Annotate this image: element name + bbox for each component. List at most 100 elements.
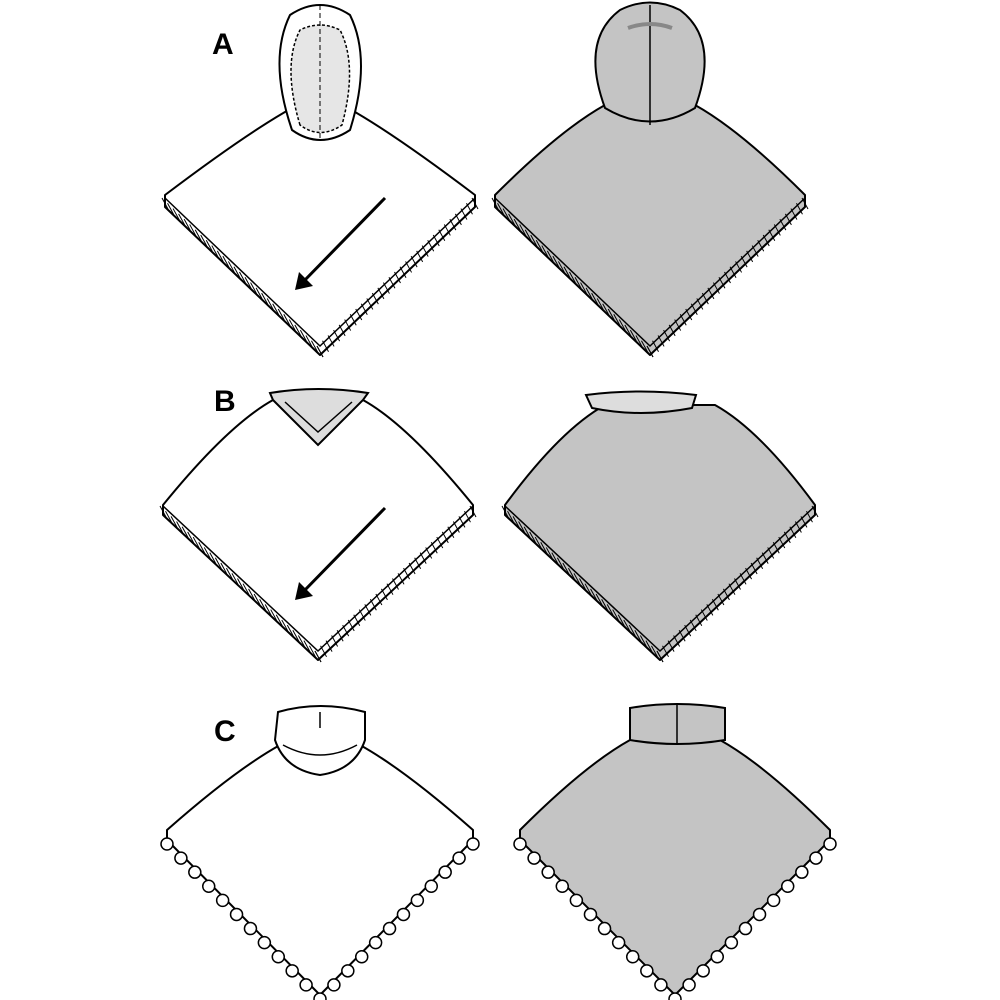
fringe-strand [678, 630, 686, 642]
fringe-strand [355, 308, 363, 321]
fringe-strand [333, 329, 341, 342]
fringe-strand [784, 213, 792, 226]
fringe-strand [801, 197, 809, 210]
fringe-strand [253, 593, 261, 606]
fringe-strand [690, 303, 698, 315]
grainline-arrow-head [295, 582, 313, 600]
fringe-strand [360, 303, 368, 315]
pompom [583, 907, 598, 922]
fringe-strand [266, 298, 274, 310]
fringe-strand [281, 619, 289, 632]
pompom [780, 879, 795, 894]
fringe-strand [717, 593, 725, 606]
fringe-strand [220, 562, 228, 575]
cowl-collar [273, 705, 366, 777]
fringe-strand [551, 552, 559, 564]
fringe-strand [800, 516, 808, 528]
fringe-strand [288, 319, 296, 331]
pompom [396, 907, 411, 922]
fringe-strand [624, 324, 632, 337]
pompom [795, 865, 809, 879]
fringe-strand [294, 324, 302, 337]
fringe-strand [751, 245, 759, 257]
pompom [174, 851, 188, 865]
fringe-strand [299, 329, 307, 342]
fringe-strand [303, 640, 311, 652]
grainline-arrow-head [295, 272, 313, 290]
fringe-strand [264, 604, 272, 616]
fringe-strand [181, 526, 189, 538]
pompom [452, 851, 466, 865]
fringe-strand [645, 640, 653, 652]
fringe-strand [663, 329, 671, 342]
ribbed-collar [584, 390, 698, 414]
fringe-strand [392, 578, 399, 590]
view-c-front [160, 705, 480, 1000]
fringe-strand [783, 531, 791, 544]
fringe-strand [259, 598, 267, 611]
fringe-strand [449, 218, 457, 231]
fringe-strand [652, 340, 659, 352]
pompom [188, 865, 202, 879]
fringe-strand [502, 208, 510, 220]
fringe-strand [338, 324, 346, 337]
fringe-strand [454, 213, 462, 226]
pompom [724, 935, 739, 950]
fringe-strand [757, 240, 765, 252]
pompom [160, 837, 174, 851]
fringe-strand [662, 645, 669, 658]
pompom [243, 921, 258, 936]
fringe-strand [322, 340, 329, 352]
fringe-strand [349, 314, 357, 326]
fringe-strand [216, 250, 224, 263]
fringe-strand [178, 213, 186, 226]
fringe-strand [250, 282, 258, 294]
fringe-strand [584, 583, 592, 595]
fringe-strand [556, 557, 564, 570]
fringe-strand [667, 640, 675, 652]
fringe-strand [366, 298, 374, 310]
fringe-strand [711, 598, 719, 611]
fringe-strand [794, 521, 802, 533]
pompom [299, 978, 313, 992]
fringe-strand [327, 335, 335, 347]
fringe-strand [436, 536, 444, 549]
pompom [625, 949, 640, 964]
fringe-strand [399, 266, 407, 278]
fringe-strand [530, 234, 538, 247]
fringe-strand [524, 229, 532, 241]
fringe-strand [432, 234, 440, 247]
fringe-strand [311, 340, 318, 352]
fringe-strand [283, 314, 291, 326]
pompom [738, 921, 753, 936]
fringe-strand [518, 521, 526, 533]
fringe-strand [344, 319, 352, 331]
ribbed-collar [268, 388, 370, 447]
pompom [555, 879, 570, 894]
view-c-back [513, 703, 837, 1000]
fringe-strand [403, 567, 411, 580]
fringe-strand [497, 203, 504, 215]
fringe-strand [377, 287, 385, 300]
fringe-strand [309, 645, 316, 658]
fringe-strand [209, 552, 217, 564]
fringe-strand [176, 521, 184, 533]
fringe-strand [165, 510, 172, 523]
fringe-strand [602, 303, 610, 315]
fringe-strand [512, 516, 520, 528]
fringe-strand [286, 624, 294, 637]
pompom [327, 978, 341, 992]
fringe-strand [796, 203, 803, 215]
fringe-strand [353, 614, 361, 626]
fringe-strand [419, 552, 427, 564]
pompom [696, 964, 710, 978]
fringe-edge [164, 206, 476, 357]
fringe-edge [162, 514, 474, 662]
fringe-strand [386, 583, 394, 595]
fringe-strand [408, 562, 416, 575]
pompom [229, 907, 244, 922]
fringe-strand [684, 624, 692, 637]
fringe-strand [316, 345, 324, 358]
fringe-strand [292, 630, 300, 642]
fringe-strand [696, 298, 704, 310]
